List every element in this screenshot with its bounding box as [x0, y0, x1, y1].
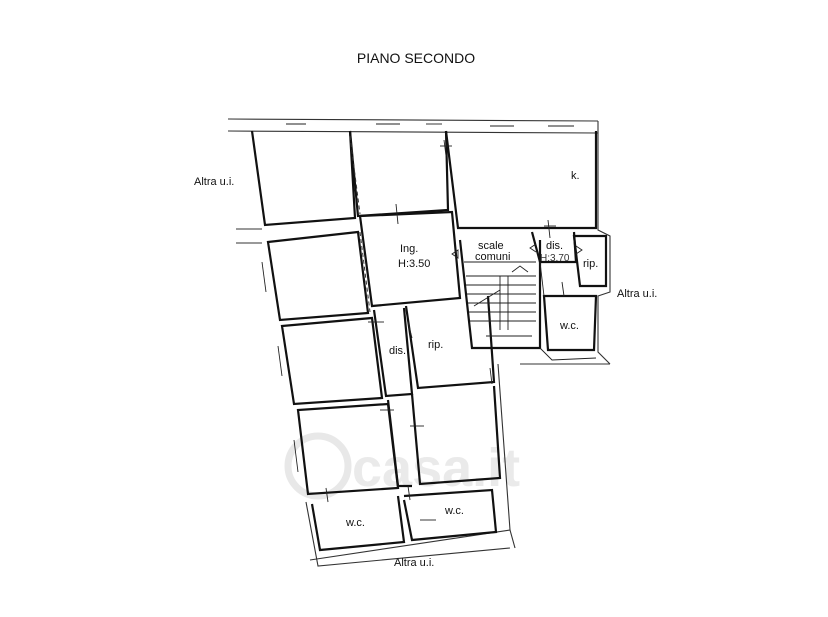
- label-neighbour-left: Altra u.i.: [194, 176, 234, 188]
- label-wc-bottom-right: w.c.: [444, 505, 464, 517]
- room-labels: k. Ing. H:3.50 scale comuni dis. H:3.70 …: [345, 170, 598, 529]
- watermark: casa.it: [284, 432, 520, 500]
- label-dis-top: dis.: [546, 240, 563, 252]
- staircase: [464, 261, 536, 337]
- open-passages: [349, 135, 371, 313]
- label-dis-top-height: H:3.70: [540, 253, 570, 264]
- label-rip-center: rip.: [428, 339, 443, 351]
- label-wc-bottom-left: w.c.: [345, 517, 365, 529]
- label-comuni: comuni: [475, 251, 510, 263]
- label-rip-right: rip.: [583, 258, 598, 270]
- label-ingresso: Ing.: [400, 243, 418, 255]
- watermark-text: casa.it: [352, 438, 520, 498]
- building-outline: [227, 118, 611, 567]
- neighbour-labels: Altra u.i. Altra u.i. Altra u.i.: [194, 176, 657, 569]
- label-neighbour-bottom: Altra u.i.: [394, 557, 434, 569]
- plan-title: PIANO SECONDO: [357, 50, 475, 66]
- label-dis-center: dis.: [389, 345, 406, 357]
- label-ingresso-height: H:3.50: [398, 258, 430, 270]
- label-wc-right: w.c.: [559, 320, 579, 332]
- walls: [250, 130, 608, 552]
- door-marks: [261, 123, 583, 521]
- label-neighbour-right: Altra u.i.: [617, 288, 657, 300]
- label-k: k.: [571, 170, 580, 182]
- label-scale: scale: [478, 240, 504, 252]
